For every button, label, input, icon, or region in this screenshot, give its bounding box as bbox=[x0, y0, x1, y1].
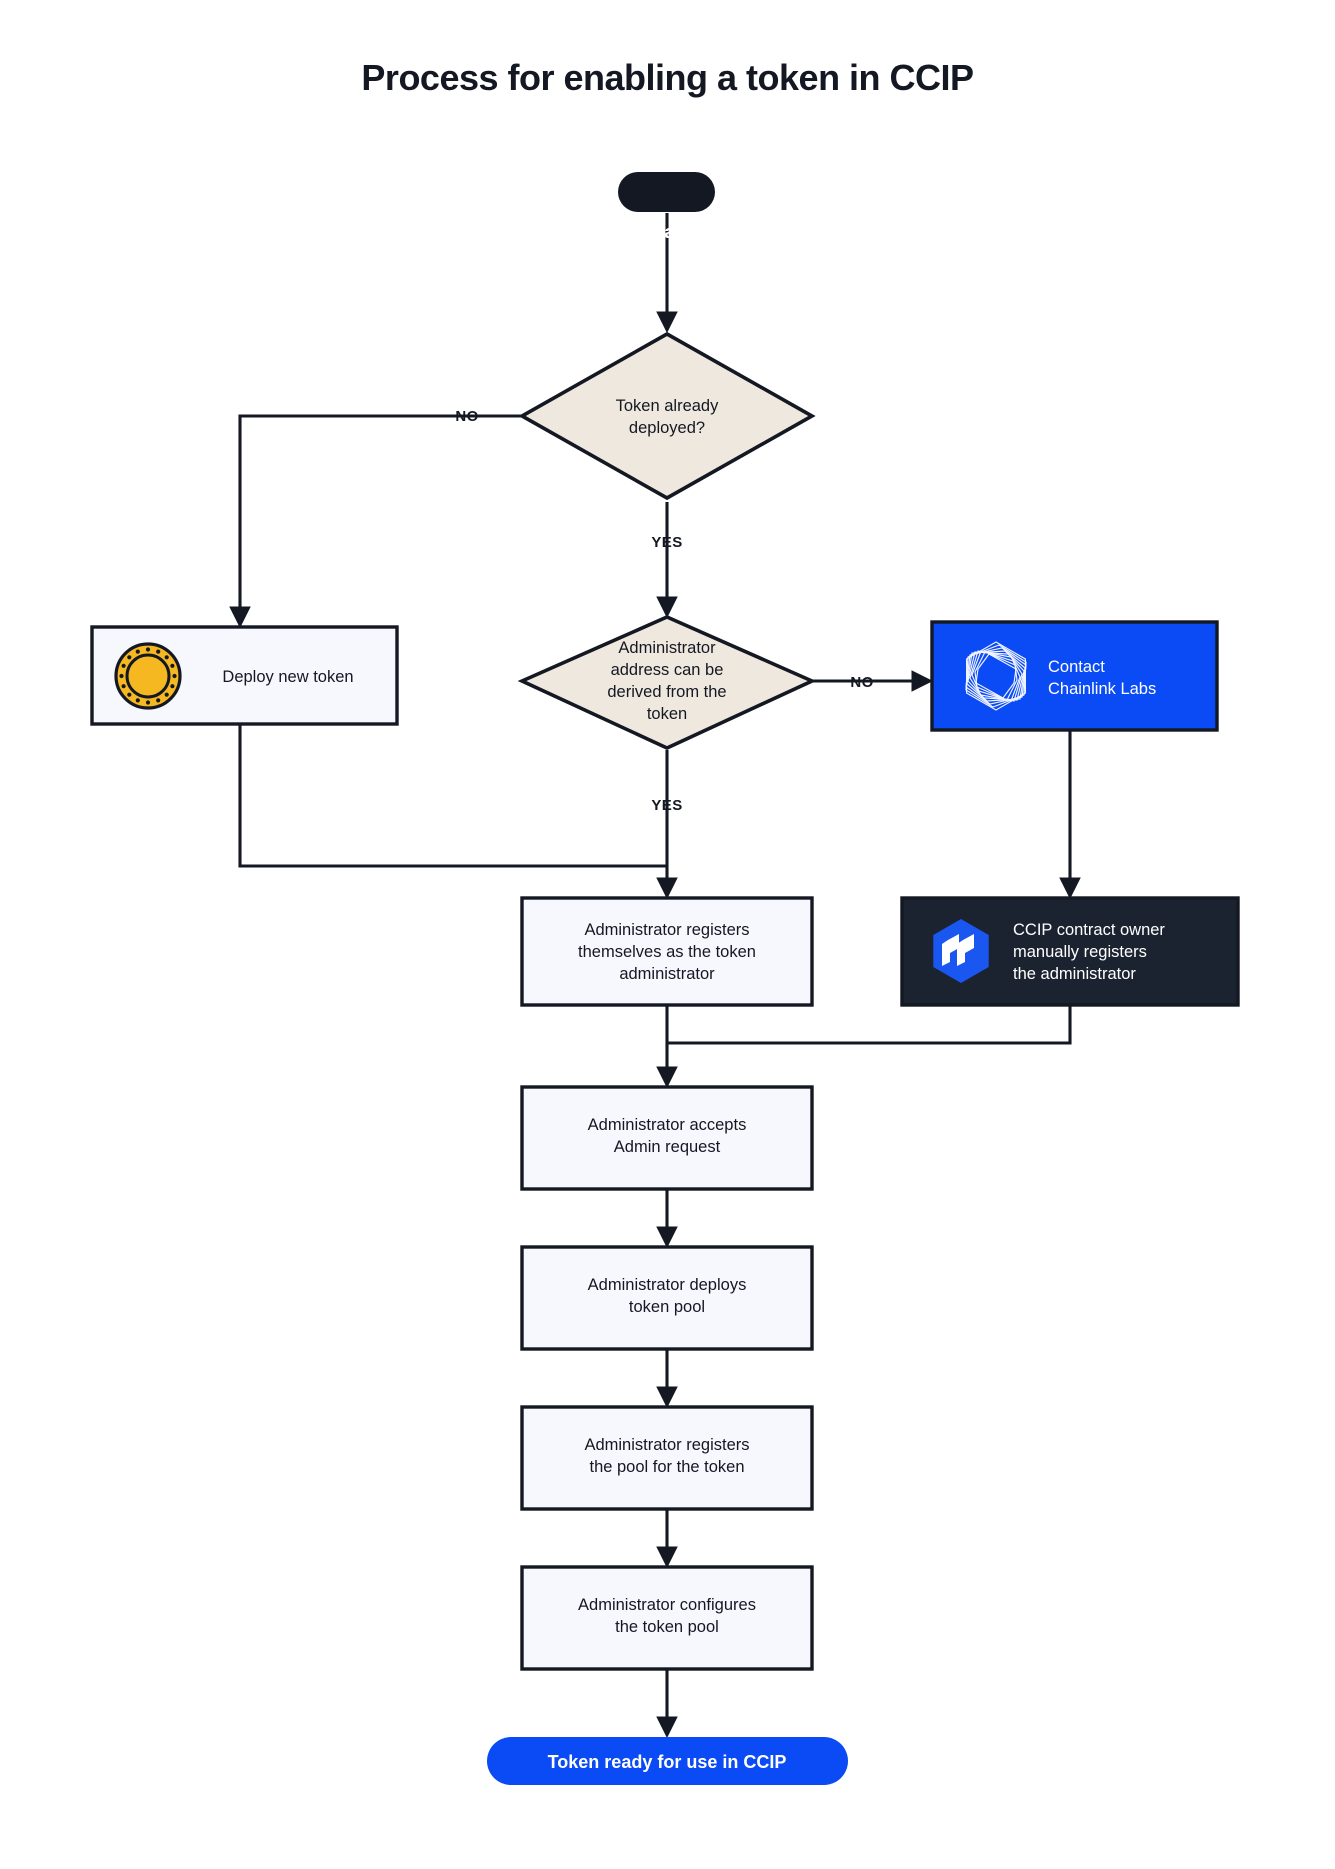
node-ccip-contract-owner-line1: CCIP contract owner bbox=[1013, 921, 1165, 939]
node-contact-chainlink-labs-line1: Contact bbox=[1048, 658, 1105, 676]
node-admin-deploys-pool-line1: Administrator deploys bbox=[588, 1276, 747, 1294]
node-decision-admin-derived-line3: derived from the bbox=[607, 683, 726, 701]
edge-deploy-to-main-column bbox=[238, 723, 667, 868]
node-ccip-contract-owner[interactable]: CCIP contract owner manually registers t… bbox=[900, 896, 1240, 1007]
node-start-label: Start bbox=[646, 222, 687, 242]
node-admin-registers-pool-line2: the pool for the token bbox=[589, 1458, 744, 1476]
node-admin-configures-pool-line1: Administrator configures bbox=[578, 1596, 756, 1614]
node-contact-chainlink-labs[interactable]: Contact Chainlink Labs bbox=[930, 620, 1219, 732]
node-admin-registers-pool-line1: Administrator registers bbox=[584, 1436, 749, 1454]
node-decision-token-deployed-line2: deployed? bbox=[629, 419, 705, 437]
node-contact-chainlink-labs-line2: Chainlink Labs bbox=[1048, 680, 1156, 698]
node-admin-deploys-pool-line2: token pool bbox=[629, 1298, 705, 1316]
gold-coin-icon bbox=[114, 642, 182, 710]
edge-deployed-no-to-deploy bbox=[229, 414, 522, 629]
node-admin-registers-self[interactable]: Administrator registers themselves as th… bbox=[520, 896, 814, 1007]
node-decision-admin-derived-line4: token bbox=[647, 705, 687, 723]
node-admin-registers-pool[interactable]: Administrator registers the pool for the… bbox=[520, 1405, 814, 1511]
node-token-ready[interactable]: Token ready for use in CCIP bbox=[487, 1737, 848, 1785]
node-decision-token-deployed-line1: Token already bbox=[616, 397, 719, 415]
node-admin-registers-self-line3: administrator bbox=[619, 965, 715, 983]
node-admin-registers-self-line1: Administrator registers bbox=[584, 921, 749, 939]
edge-label-deployed-no: NO bbox=[455, 408, 478, 425]
node-ccip-contract-owner-line3: the administrator bbox=[1013, 965, 1136, 983]
node-decision-admin-derived-line2: address can be bbox=[611, 661, 724, 679]
node-admin-accepts-request-line1: Administrator accepts bbox=[588, 1116, 747, 1134]
edge-ccip-owner-to-main-column bbox=[667, 1005, 1072, 1045]
node-admin-configures-pool[interactable]: Administrator configures the token pool bbox=[520, 1565, 814, 1671]
node-decision-admin-derived[interactable]: Administrator address can be derived fro… bbox=[517, 615, 817, 750]
node-deploy-new-token[interactable]: Deploy new token bbox=[90, 625, 399, 726]
node-admin-accepts-request[interactable]: Administrator accepts Admin request bbox=[520, 1085, 814, 1191]
node-admin-accepts-request-line2: Admin request bbox=[614, 1138, 721, 1156]
node-ccip-contract-owner-line2: manually registers bbox=[1013, 943, 1147, 961]
edge-label-admin-no: NO bbox=[850, 674, 873, 691]
node-deploy-new-token-label: Deploy new token bbox=[222, 668, 353, 686]
node-start[interactable]: Start bbox=[618, 172, 715, 242]
node-decision-admin-derived-line1: Administrator bbox=[618, 639, 716, 657]
edge-label-deployed-yes: YES bbox=[651, 534, 682, 551]
node-token-ready-label: Token ready for use in CCIP bbox=[548, 1752, 787, 1772]
node-decision-token-deployed[interactable]: Token already deployed? bbox=[518, 331, 816, 501]
edge-label-admin-yes: YES bbox=[651, 797, 682, 814]
node-admin-registers-self-line2: themselves as the token bbox=[578, 943, 756, 961]
page-title: Process for enabling a token in CCIP bbox=[361, 57, 974, 98]
node-admin-deploys-pool[interactable]: Administrator deploys token pool bbox=[520, 1245, 814, 1351]
node-admin-configures-pool-line2: the token pool bbox=[615, 1618, 719, 1636]
